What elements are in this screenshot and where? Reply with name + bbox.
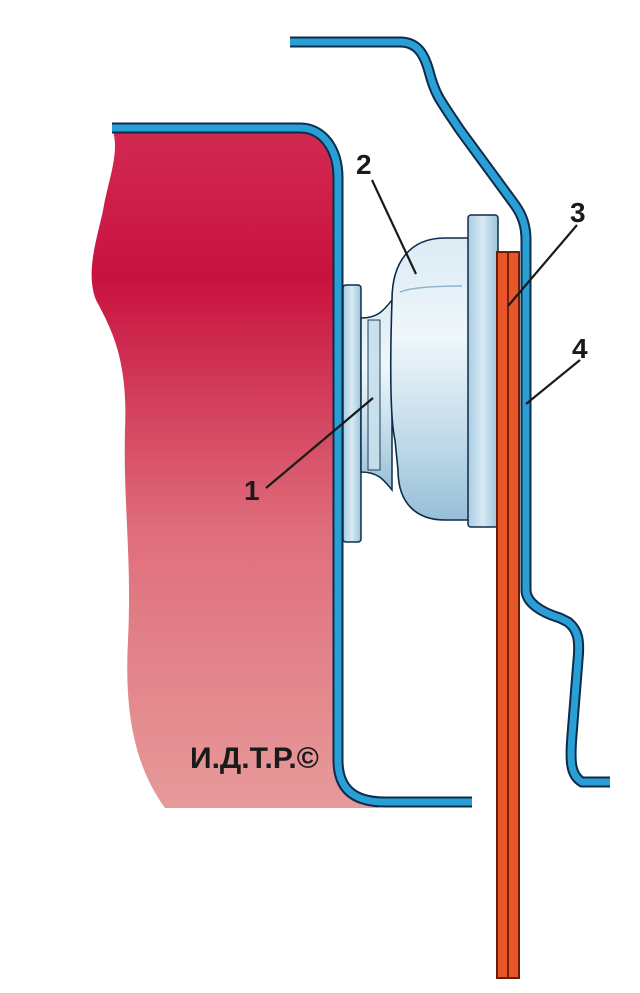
leader-line-1 — [265, 397, 374, 489]
body-panel — [91, 128, 380, 808]
label-1: 1 — [244, 475, 260, 506]
bumper-base-plate — [342, 284, 362, 543]
bumper-mount-flange — [467, 214, 499, 528]
leader-line-4 — [525, 359, 581, 405]
label-4: 4 — [572, 333, 588, 364]
copyright-mark: И.Д.Т.Р.© — [190, 742, 319, 775]
label-2: 2 — [356, 149, 372, 180]
rubber-stop-bumper — [389, 237, 471, 521]
leader-line-3 — [507, 224, 578, 307]
leader-line-2 — [371, 179, 417, 275]
label-3: 3 — [570, 197, 586, 228]
